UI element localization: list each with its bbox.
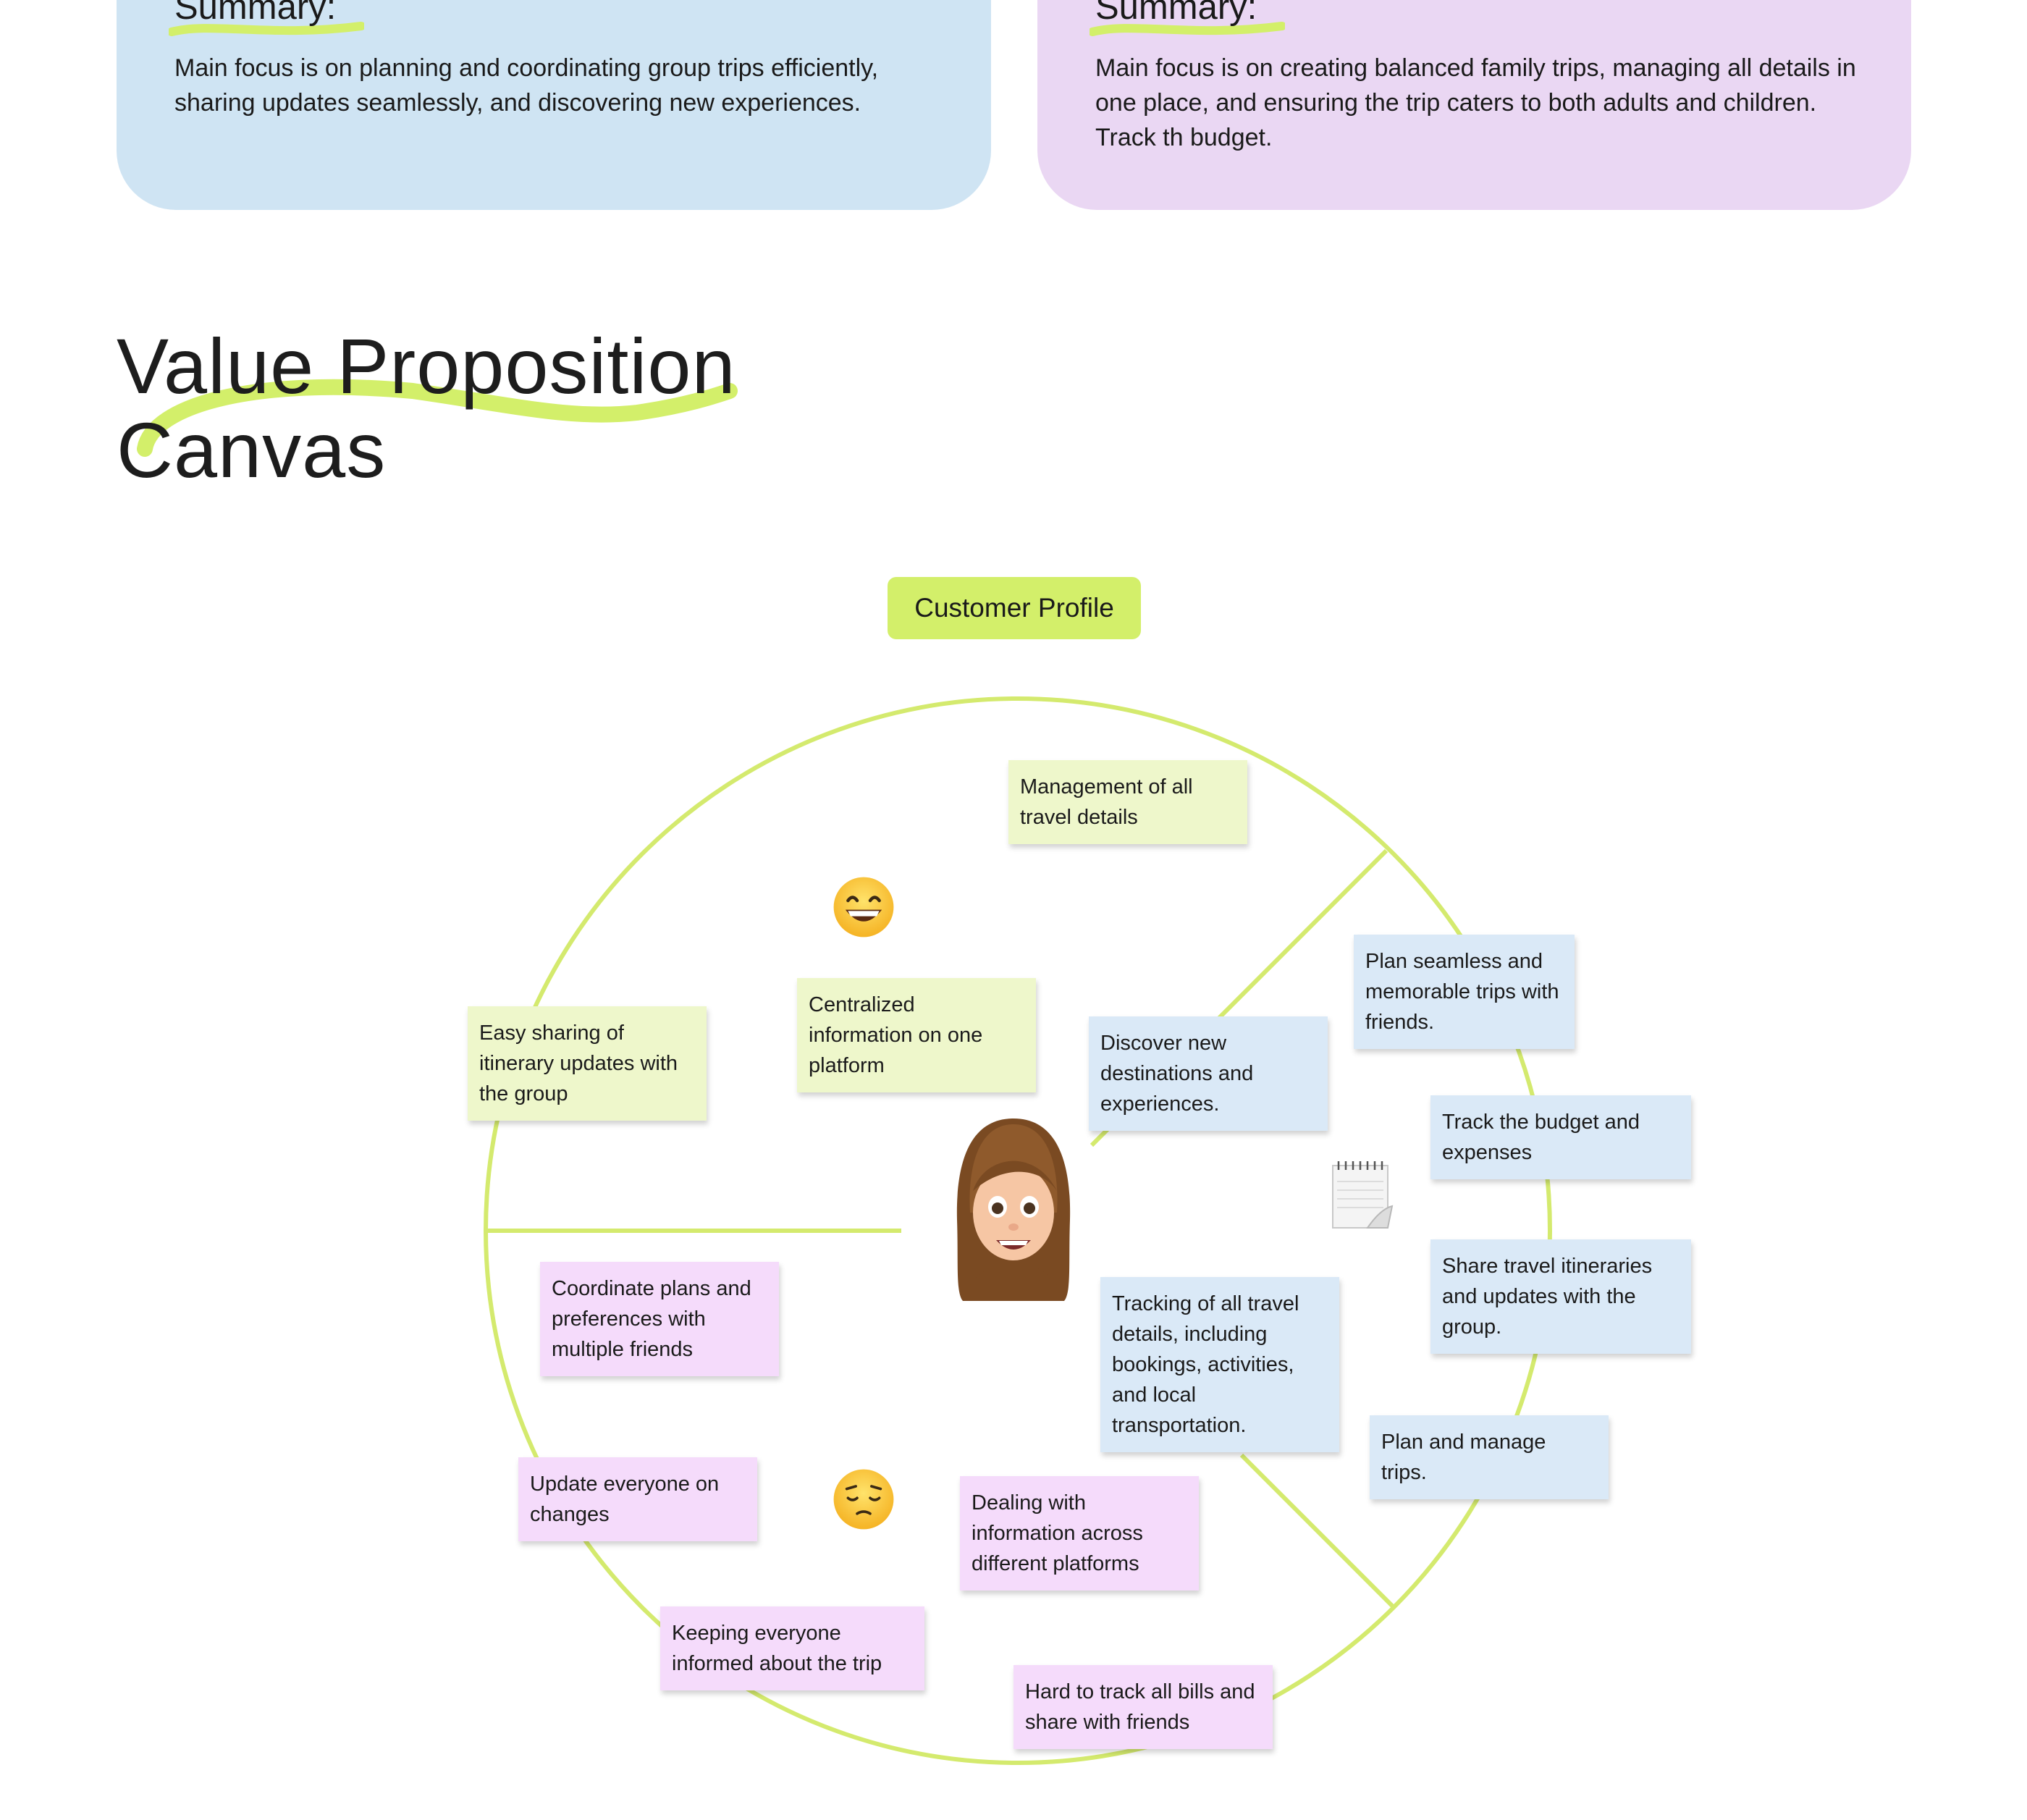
notepad-icon [1332,1161,1394,1229]
job-note[interactable]: Tracking of all travel details, includin… [1100,1277,1339,1452]
job-note[interactable]: Track the budget and expenses [1430,1095,1691,1179]
summary-card-group: Summary: Main focus is on planning and c… [117,0,991,210]
pain-note[interactable]: Hard to track all bills and share with f… [1014,1665,1273,1749]
summary-highlight-stroke [1090,22,1285,36]
section-title: Value Proposition Canvas [117,324,736,492]
summary-text: Main focus is on planning and coordinati… [174,54,879,117]
pain-note[interactable]: Keeping everyone informed about the trip [660,1606,924,1690]
summary-heading: Summary: [1095,0,1257,27]
summary-text: Main focus is on creating balanced famil… [1095,54,1856,151]
gain-note[interactable]: Centralized information on one platform [797,978,1036,1092]
job-note[interactable]: Plan and manage trips. [1370,1415,1609,1499]
pain-note[interactable]: Coordinate plans and preferences with mu… [540,1262,779,1376]
section-title-line1: Value Proposition [117,322,736,410]
customer-profile-label: Customer Profile [888,577,1141,639]
summary-card-family: Summary: Main focus is on creating balan… [1037,0,1911,210]
gain-note[interactable]: Easy sharing of itinerary updates with t… [468,1006,707,1121]
pensive-face-icon [833,1469,894,1530]
pain-note[interactable]: Dealing with information across differen… [960,1476,1199,1591]
summary-heading: Summary: [174,0,337,27]
gain-note[interactable]: Management of all travel details [1008,760,1247,844]
summary-highlight-stroke [169,22,364,36]
grinning-face-icon [833,877,894,938]
job-note[interactable]: Share travel itineraries and updates wit… [1430,1239,1691,1354]
job-note[interactable]: Discover new destinations and experience… [1089,1016,1328,1131]
memoji-avatar-icon [956,1118,1071,1301]
section-title-line2: Canvas [117,406,387,494]
pain-note[interactable]: Update everyone on changes [518,1457,757,1541]
title-highlight-stroke [137,379,738,457]
job-note[interactable]: Plan seamless and memorable trips with f… [1354,935,1575,1049]
